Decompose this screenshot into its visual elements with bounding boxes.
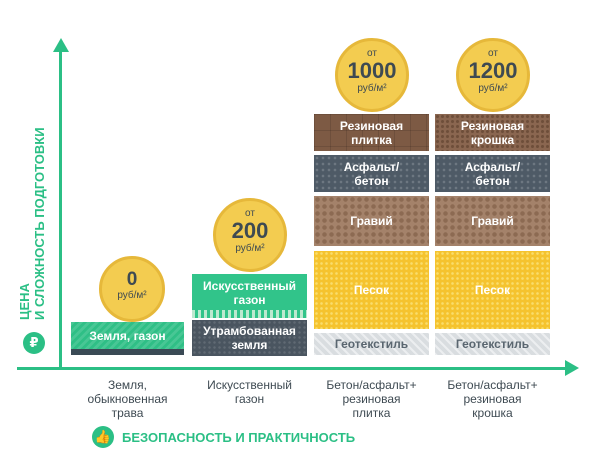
layer-label: Геотекстиль <box>455 337 530 351</box>
x-label-col4: Бетон/асфальт+ резиновая крошка <box>447 378 538 420</box>
x-label-col1: Земля, обыкновенная трава <box>87 378 168 420</box>
layer-sand: Песок <box>314 251 429 329</box>
price-unit: руб/м² <box>478 83 508 94</box>
layer-label: Искусственный газон <box>203 279 296 307</box>
layer-artificial-turf: Искусственный газон <box>192 274 307 312</box>
thumbs-up-icon: 👍 <box>92 426 114 448</box>
y-axis <box>59 50 62 370</box>
ruble-icon: ₽ <box>23 332 45 354</box>
layer-rubber-crumb: Резиновая крошка <box>435 114 550 151</box>
layer-label: Гравий <box>471 214 514 228</box>
x-axis <box>17 367 567 370</box>
layer-gravel: Гравий <box>314 196 429 246</box>
y-title-line-1: ЦЕНА <box>17 283 32 320</box>
layer-label: Земля, газон <box>89 328 166 343</box>
y-title-line-2: И СЛОЖНОСТЬ ПОДГОТОВКИ <box>32 127 47 320</box>
layer-label: Утрамбованная земля <box>203 324 296 352</box>
layer-gravel: Гравий <box>435 196 550 246</box>
layer-geotextile: Геотекстиль <box>314 333 429 355</box>
price-unit: руб/м² <box>357 83 387 94</box>
price-coin-col2: от 200 руб/м² <box>213 198 287 272</box>
price-prefix: от <box>367 48 377 59</box>
price-value: 1000 <box>347 58 397 83</box>
price-prefix: от <box>245 208 255 219</box>
x-axis-arrow <box>565 360 579 376</box>
layer-earth-lawn: Земля, газон <box>71 322 184 355</box>
x-label-col3: Бетон/асфальт+ резиновая плитка <box>326 378 417 420</box>
layer-rubber-tile: Резиновая плитка <box>314 114 429 151</box>
layer-label: Песок <box>353 283 390 297</box>
y-axis-title: ЦЕНА И СЛОЖНОСТЬ ПОДГОТОВКИ <box>17 127 47 320</box>
turf-fringe <box>192 310 307 318</box>
x-axis-title: БЕЗОПАСНОСТЬ И ПРАКТИЧНОСТЬ <box>122 430 356 445</box>
x-label-col2: Искусственный газон <box>207 378 292 406</box>
price-unit: руб/м² <box>235 243 265 254</box>
price-coin-col3: от 1000 руб/м² <box>335 38 409 112</box>
layer-sand: Песок <box>435 251 550 329</box>
price-value: 200 <box>231 218 269 243</box>
price-value: 1200 <box>468 58 518 83</box>
price-coin-col4: от 1200 руб/м² <box>456 38 530 112</box>
layer-label: Песок <box>474 283 511 297</box>
layer-compacted-earth: Утрамбованная земля <box>192 320 307 356</box>
price-coin-col1: 0 руб/м² <box>99 256 165 322</box>
price-prefix: от <box>488 48 498 59</box>
layer-label: Геотекстиль <box>334 337 409 351</box>
price-value: 0 <box>126 269 138 290</box>
layer-label: Асфальт/ бетон <box>464 159 521 188</box>
layer-label: Резиновая плитка <box>339 118 404 147</box>
layer-label: Резиновая крошка <box>460 118 525 147</box>
price-unit: руб/м² <box>117 290 147 301</box>
layer-label: Асфальт/ бетон <box>343 159 400 188</box>
layer-asphalt-concrete: Асфальт/ бетон <box>314 155 429 192</box>
layer-label: Гравий <box>350 214 393 228</box>
layer-asphalt-concrete: Асфальт/ бетон <box>435 155 550 192</box>
layer-geotextile: Геотекстиль <box>435 333 550 355</box>
y-axis-arrow <box>53 38 69 52</box>
